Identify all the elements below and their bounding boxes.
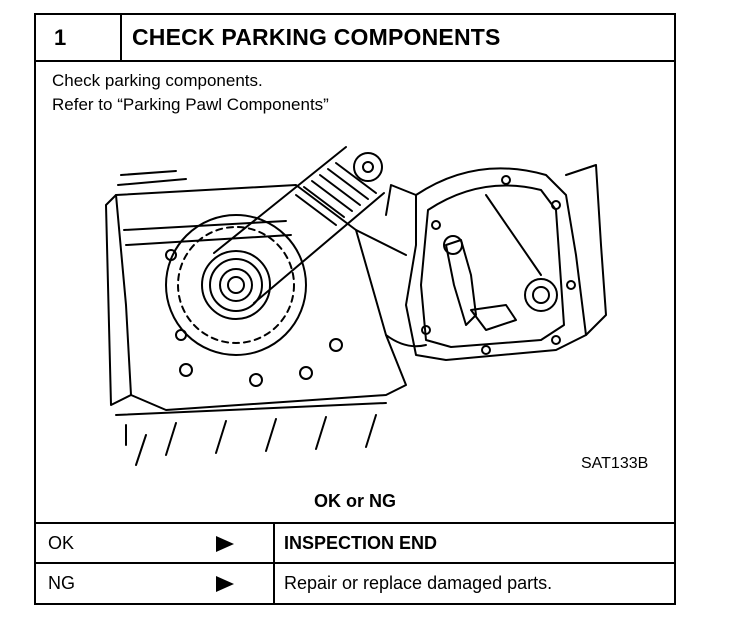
step-instructions: Check parking components. Refer to “Park… xyxy=(52,69,329,117)
step-title: CHECK PARKING COMPONENTS xyxy=(132,24,501,50)
figure-code: SAT133B xyxy=(581,455,649,472)
instruction-line-1: Check parking components. xyxy=(52,71,263,90)
column-divider xyxy=(273,524,275,562)
result-action: INSPECTION END xyxy=(284,533,438,553)
result-row-ok: OK INSPECTION END xyxy=(36,524,674,564)
parking-components-illustration xyxy=(105,146,607,466)
result-action: Repair or replace damaged parts. xyxy=(284,573,553,593)
instruction-line-2: Refer to “Parking Pawl Components” xyxy=(52,95,329,114)
result-table: OK INSPECTION END NG Repair or replace d… xyxy=(36,522,674,603)
arrow-right-icon xyxy=(216,576,234,592)
result-code: NG xyxy=(48,573,75,593)
result-row-ng: NG Repair or replace damaged parts. xyxy=(36,564,674,603)
result-prompt: OK or NG xyxy=(313,491,396,511)
arrow-right-icon xyxy=(216,536,234,552)
step-number: 1 xyxy=(36,15,122,60)
inspection-step-box: 1 CHECK PARKING COMPONENTS Check parking… xyxy=(34,13,676,605)
result-code: OK xyxy=(48,533,75,553)
column-divider xyxy=(273,564,275,603)
step-header: 1 CHECK PARKING COMPONENTS xyxy=(36,15,674,62)
